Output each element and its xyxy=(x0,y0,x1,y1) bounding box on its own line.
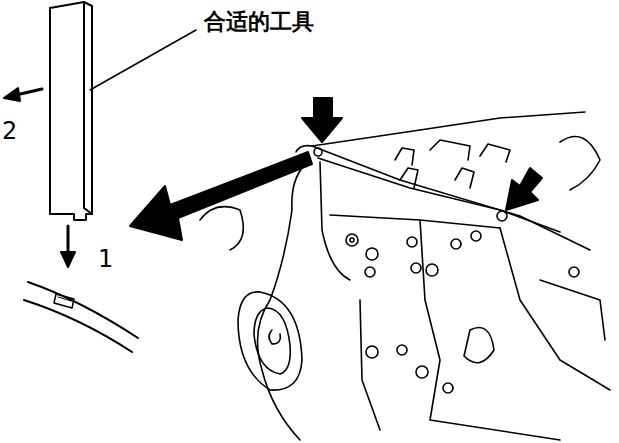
move-arrow xyxy=(61,226,75,267)
pointer-arrow xyxy=(506,168,542,210)
callout-number: 1 xyxy=(98,246,113,272)
slot xyxy=(24,282,138,352)
tool xyxy=(50,2,92,220)
move-arrow xyxy=(4,88,42,101)
pointer-arrow xyxy=(302,98,342,142)
direction-arrow xyxy=(130,152,312,240)
engine xyxy=(200,112,610,440)
leader-line xyxy=(90,30,196,90)
callout-number: 2 xyxy=(2,118,17,144)
tool-label: 合适的工具 xyxy=(204,10,314,34)
